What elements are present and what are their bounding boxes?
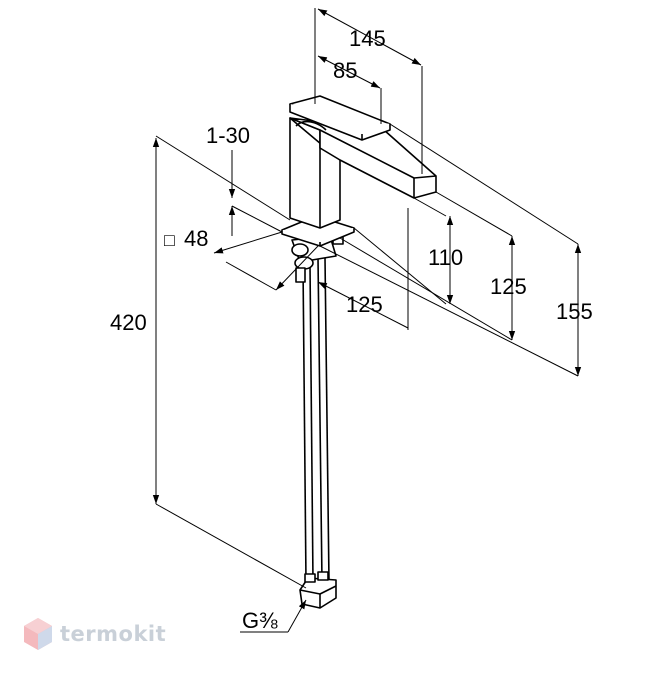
dim-hose-length: 420 bbox=[110, 310, 147, 335]
faucet-body bbox=[281, 95, 437, 609]
dim-thread: G⅜ bbox=[242, 608, 278, 633]
dim-spout-height: 110 bbox=[428, 245, 463, 270]
dim-base-square: 48 bbox=[184, 226, 208, 251]
dimension-lines bbox=[152, 8, 582, 633]
dim-deck-thickness: 1-30 bbox=[206, 123, 250, 148]
dim-spout-height-top: 125 bbox=[490, 274, 527, 299]
dim-width-spout: 85 bbox=[333, 58, 357, 83]
dim-base-depth: 125 bbox=[346, 292, 383, 317]
watermark-brand: termokit bbox=[60, 622, 167, 646]
dim-width-total: 145 bbox=[349, 26, 386, 51]
lever-handle bbox=[289, 95, 391, 141]
hexagon-logo-icon bbox=[24, 618, 52, 650]
supply-hoses bbox=[302, 257, 330, 583]
dim-total-height: 155 bbox=[556, 299, 593, 324]
dim-base-square-symbol: □ bbox=[164, 230, 175, 250]
hose-end-fitting bbox=[299, 571, 337, 609]
